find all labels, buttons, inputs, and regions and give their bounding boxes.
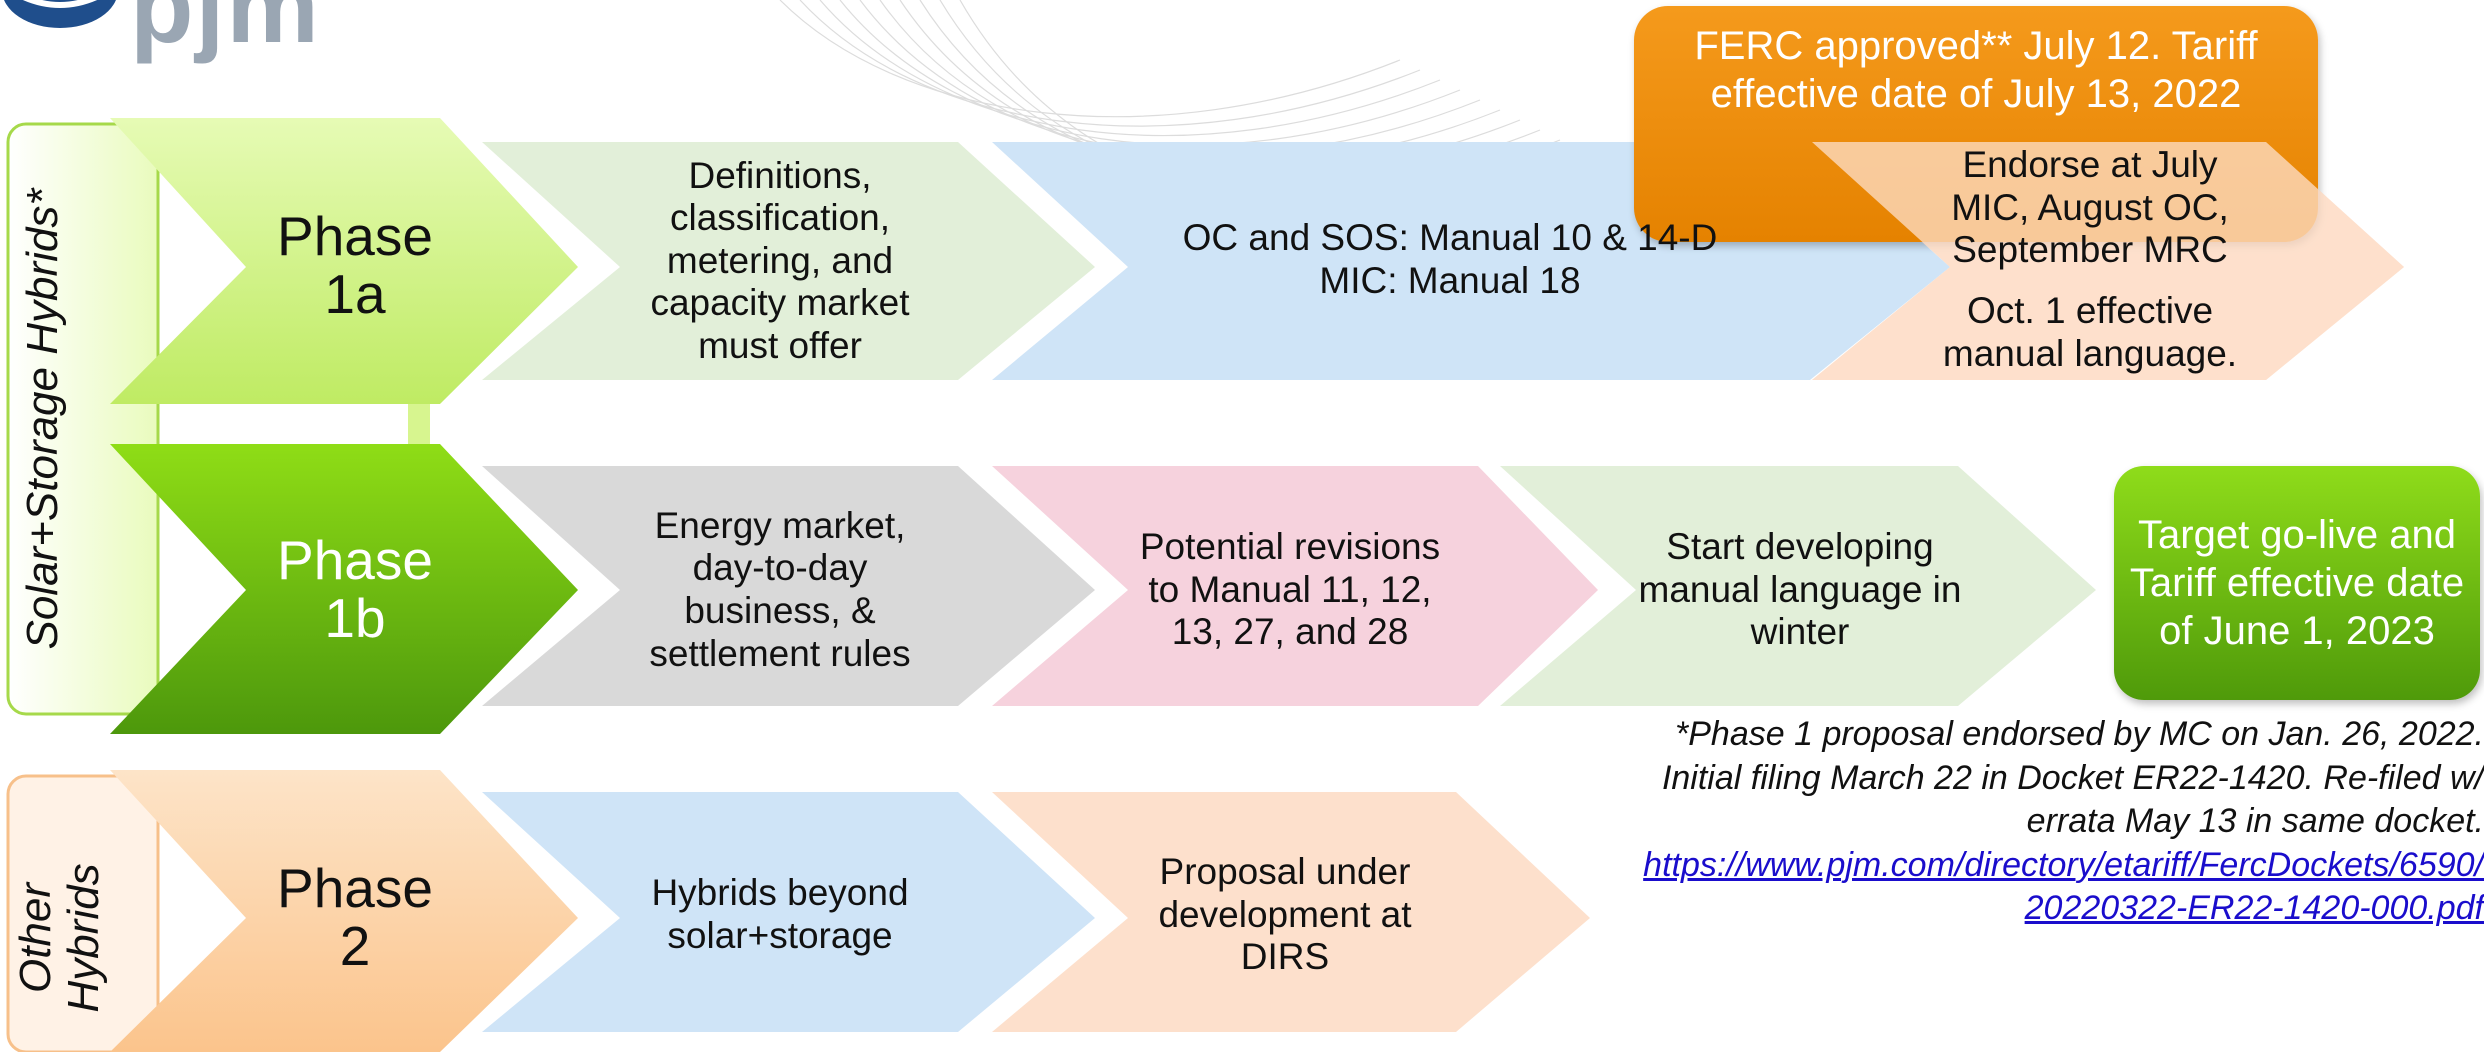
phase-1a-chevron: [110, 118, 578, 404]
other-hybrids-group-box: [6, 774, 160, 1052]
phase-2-label: Phase 2: [277, 857, 433, 977]
phase-2-chevron: [110, 770, 578, 1052]
footnote: *Phase 1 proposal endorsed by MC on Jan.…: [1640, 713, 2484, 931]
p1a-scope-arrow: [482, 142, 1095, 380]
phase-1b-chevron: [110, 444, 578, 734]
p2-status-arrow: [992, 792, 1590, 1032]
other-hybrids-label-text: Other Hybrids: [11, 863, 109, 1013]
logo-wordmark: pjm: [130, 0, 321, 65]
p1a-scope-text: Definitions, classification, metering, a…: [650, 154, 910, 366]
other-hybrids-group-label: Other Hybrids: [11, 838, 112, 1038]
p1b-develop-arrow: [1500, 466, 2096, 706]
pjm-globe-icon: [4, 0, 116, 28]
p1b-scope-arrow: [482, 466, 1095, 706]
p2-status-text: Proposal under development at DIRS: [1158, 851, 1412, 978]
phase-1b-label: Phase 1b: [277, 529, 433, 649]
p1b-develop-text: Start developing manual language in wint…: [1638, 526, 1962, 653]
phase-1a-label: Phase 1a: [277, 205, 433, 325]
p2-scope-arrow: [482, 792, 1095, 1032]
p1b-revisions-text: Potential revisions to Manual 11, 12, 13…: [1139, 526, 1441, 653]
phase-connector: [408, 398, 430, 448]
p1b-scope-text: Energy market, day-to-day business, & se…: [649, 504, 911, 674]
target-callout: [2114, 466, 2480, 700]
p2-scope-text: Hybrids beyond solar+storage: [651, 872, 909, 956]
p1a-schedule-text: Endorse at July MIC, August OC, Septembe…: [1951, 144, 2229, 271]
target-callout-text: Target go-live and Tariff effective date…: [2129, 513, 2465, 653]
p1a-manuals-text: OC and SOS: Manual 10 & 14-D MIC: Manual…: [1182, 217, 1718, 301]
p1a-effective-text: Oct. 1 effective manual language.: [1942, 290, 2238, 374]
footnote-link[interactable]: https://www.pjm.com/directory/etariff/Fe…: [1643, 845, 2484, 928]
solar-storage-group-label: Solar+Storage Hybrids*: [18, 188, 67, 650]
p1b-revisions-arrow: [992, 466, 1598, 706]
ferc-callout-text: FERC approved** July 12. Tariff effectiv…: [1694, 24, 2258, 116]
solar-storage-group-box: [6, 122, 160, 716]
footnote-text: *Phase 1 proposal endorsed by MC on Jan.…: [1661, 715, 2484, 841]
